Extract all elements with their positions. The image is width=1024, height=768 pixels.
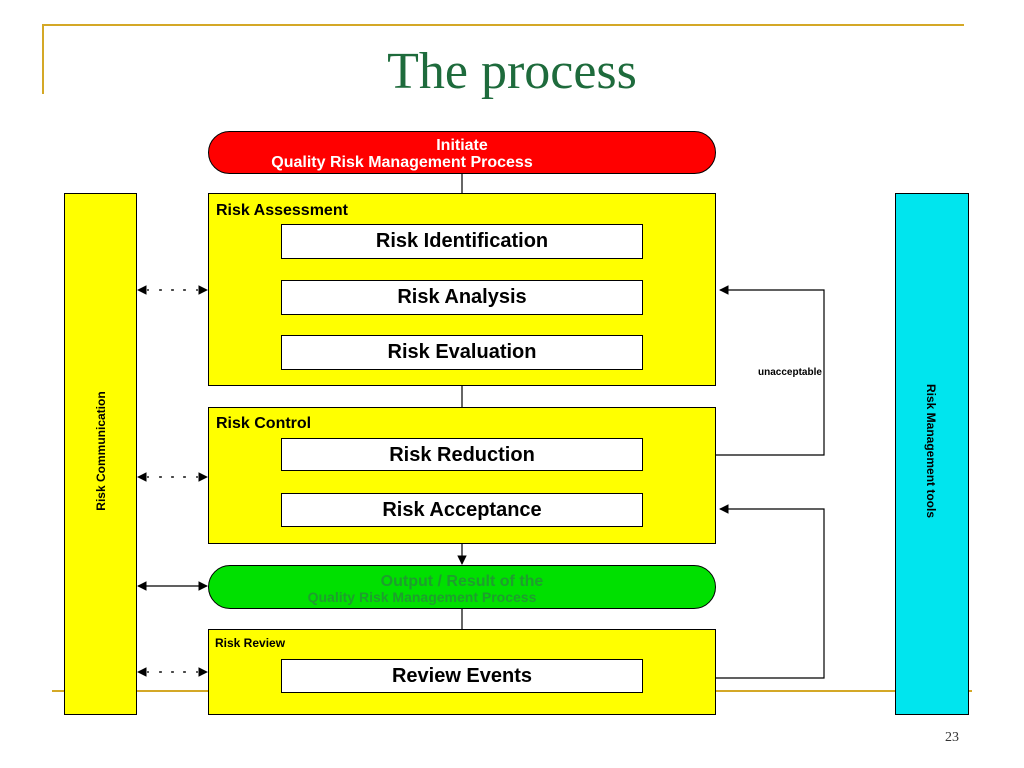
initiate-line1: Initiate xyxy=(436,137,488,154)
step-risk-analysis: Risk Analysis xyxy=(281,280,643,315)
feedback-review-path xyxy=(643,504,825,679)
step-risk-identification: Risk Identification xyxy=(281,224,643,259)
initiate-line2: Quality Risk Management Process xyxy=(271,154,533,171)
risk-assessment-label: Risk Assessment xyxy=(216,202,348,219)
risk-management-tools-label: Risk Management tools xyxy=(924,383,938,519)
top-decor-line xyxy=(42,24,964,26)
risk-communication-bar: Risk Communication xyxy=(64,193,137,715)
risk-management-tools-bar: Risk Management tools xyxy=(895,193,969,715)
step-risk-acceptance: Risk Acceptance xyxy=(281,493,643,527)
step-risk-reduction: Risk Reduction xyxy=(281,438,643,471)
output-line2: Quality Risk Management Process xyxy=(307,589,537,605)
left-decor-line xyxy=(42,24,44,94)
risk-review-label: Risk Review xyxy=(215,636,286,650)
step-review-events: Review Events xyxy=(281,659,643,693)
step-risk-evaluation: Risk Evaluation xyxy=(281,335,643,370)
feedback-unacceptable-path xyxy=(643,285,825,456)
unacceptable-label: unacceptable xyxy=(758,367,822,378)
initiate-node: Initiate Quality Risk Management Process xyxy=(208,131,716,174)
risk-communication-label: Risk Communication xyxy=(94,391,108,511)
page-number: 23 xyxy=(945,730,959,745)
risk-control-label: Risk Control xyxy=(216,415,312,432)
slide-title: The process xyxy=(387,43,637,100)
output-line1: Output / Result of the xyxy=(380,573,544,590)
output-node: Output / Result of the Quality Risk Mana… xyxy=(208,565,716,609)
